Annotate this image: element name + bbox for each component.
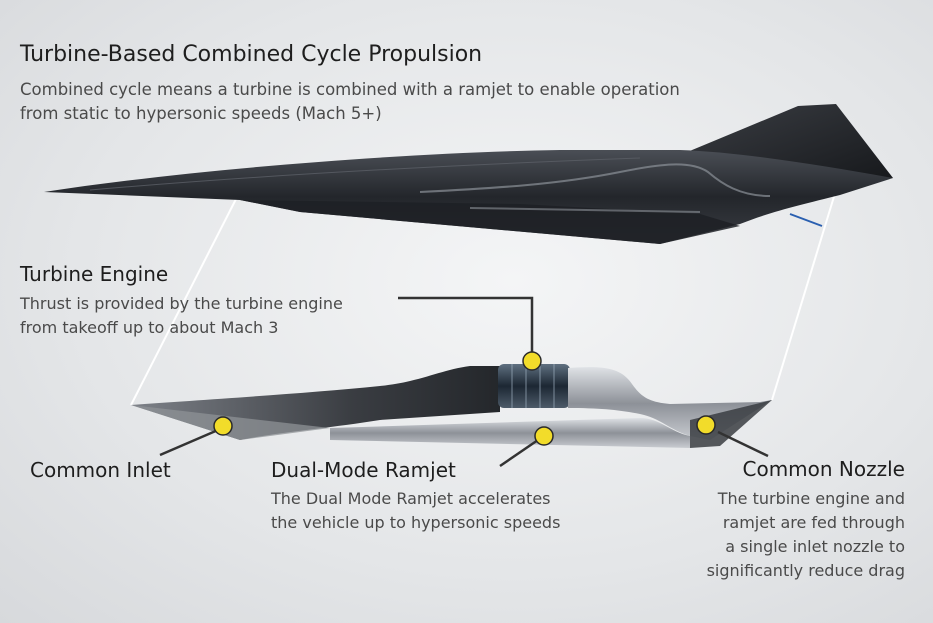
inlet-marker — [213, 416, 233, 436]
ramjet-marker — [534, 426, 554, 446]
turbine-engine-description: Thrust is provided by the turbine engine… — [20, 294, 343, 337]
page-subtitle: Combined cycle means a turbine is combin… — [20, 80, 680, 123]
leader-lines — [159, 296, 769, 468]
common-nozzle-title: Common Nozzle — [742, 457, 906, 481]
connector-lines — [130, 189, 837, 406]
turbine-engine-title: Turbine Engine — [20, 262, 169, 286]
dual-mode-ramjet-title: Dual-Mode Ramjet — [271, 458, 456, 482]
callout-markers — [213, 351, 716, 446]
nozzle-marker — [696, 415, 716, 435]
page-title: Turbine-Based Combined Cycle Propulsion — [20, 42, 483, 67]
engine-cutaway-illustration — [131, 364, 772, 448]
dual-mode-ramjet-description: The Dual Mode Ramjet accelerates the veh… — [271, 489, 561, 532]
turbine-marker — [522, 351, 542, 371]
aircraft-illustration — [44, 104, 893, 244]
common-inlet-title: Common Inlet — [30, 458, 171, 482]
common-nozzle-description: The turbine engine and ramjet are fed th… — [706, 489, 905, 580]
